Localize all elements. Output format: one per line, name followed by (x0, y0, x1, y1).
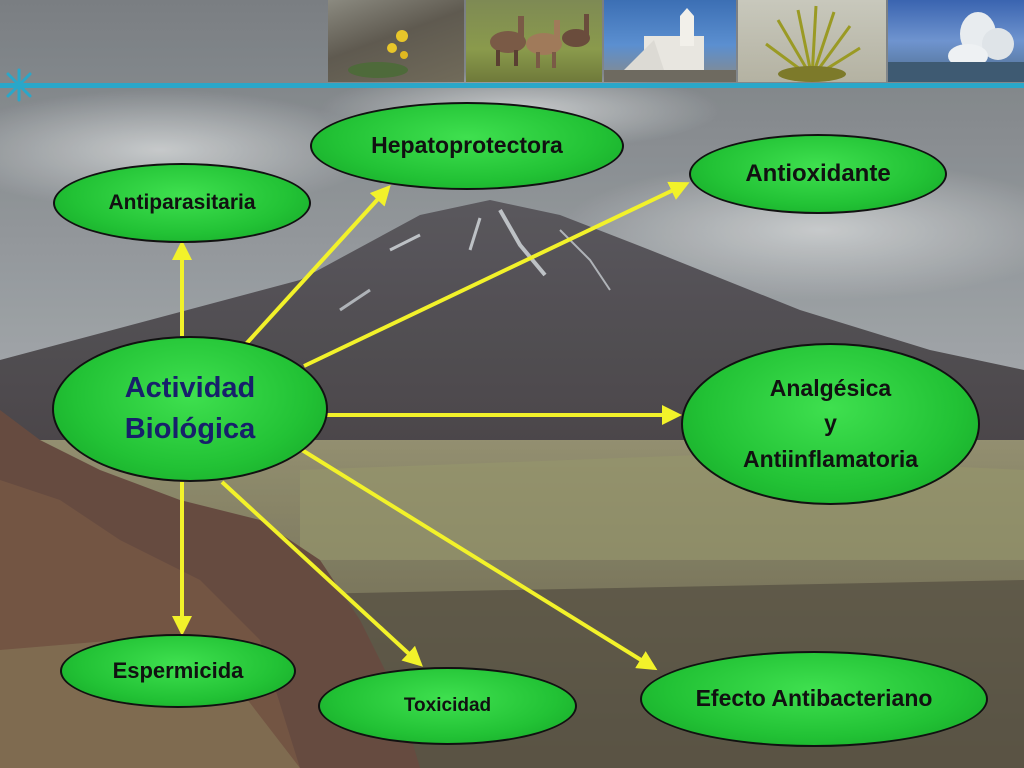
yellow-flowers-icon (348, 30, 408, 78)
church-icon (604, 8, 736, 82)
llama-icon (490, 14, 590, 68)
arrow-to-hepatoprotectora (244, 185, 391, 346)
center-line-1: Actividad (124, 372, 256, 405)
arrow-to-antioxidante (303, 181, 690, 368)
node-label: Espermicida (112, 657, 244, 683)
node-label: Toxicidad (403, 694, 492, 716)
node-hepatoprotectora: Hepatoprotectora (310, 102, 624, 190)
header-photo-church (604, 0, 736, 82)
node-antiparasitaria: Antiparasitaria (53, 163, 311, 243)
node-espermicida: Espermicida (60, 634, 296, 708)
header-accent-line (0, 83, 1024, 88)
grass-tuft-icon (765, 5, 861, 82)
node-label: Efecto Antibacteriano (695, 685, 933, 712)
node-label-line-2: y (824, 410, 837, 437)
node-label: Hepatoprotectora (371, 132, 563, 159)
node-label: Antioxidante (745, 159, 891, 187)
arrow-to-toxicidad (220, 480, 423, 667)
header-photo-rocks (328, 0, 464, 82)
header-photo-geyser (888, 0, 1024, 82)
node-actividad-biologica: Actividad Biológica (52, 336, 328, 482)
node-toxicidad: Toxicidad (318, 667, 577, 745)
node-efecto-antibacteriano: Efecto Antibacteriano (640, 651, 988, 747)
header-photo-llamas (466, 0, 602, 82)
node-label: Antiparasitaria (108, 191, 256, 215)
node-label-line-1: Analgésica (769, 374, 892, 401)
node-antioxidante: Antioxidante (689, 134, 947, 214)
header-photo-grass (738, 0, 886, 82)
geyser-steam-icon (888, 12, 1024, 82)
node-analgesica-antiinflamatoria: Analgésica y Antiinflamatoria (681, 343, 980, 505)
snowflake-icon (2, 68, 36, 102)
center-line-2: Biológica (124, 413, 256, 445)
node-label-line-3: Antiinflamatoria (742, 445, 919, 472)
arrow-to-efecto-antibacteriano (300, 448, 658, 671)
